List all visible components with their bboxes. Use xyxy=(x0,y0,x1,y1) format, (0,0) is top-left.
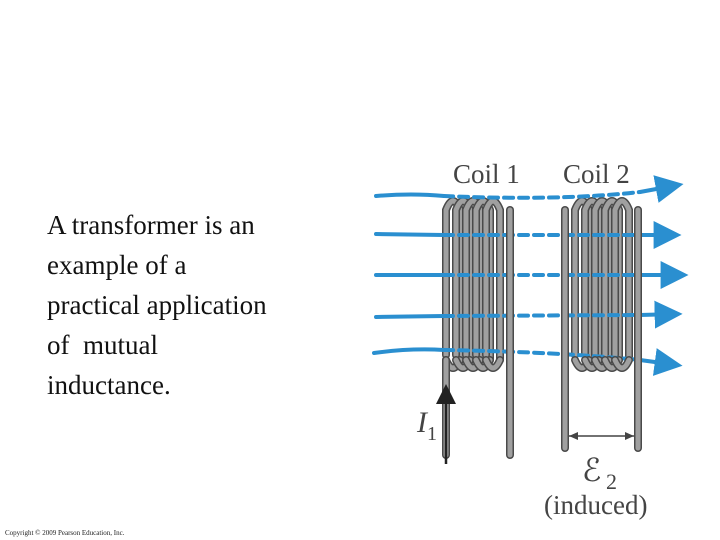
copyright-notice: Copyright © 2009 Pearson Education, Inc. xyxy=(5,529,125,537)
field-line-1 xyxy=(374,175,684,203)
coil-1-label: Coil 1 xyxy=(453,159,520,189)
emf-span-arrow-icon xyxy=(569,432,634,440)
slide-body-text: A transformer is an example of a practic… xyxy=(47,205,347,405)
coil-1-back xyxy=(442,197,504,364)
field-line-5 xyxy=(372,347,683,376)
coil-2-back xyxy=(571,197,633,364)
emf-symbol: ℰ xyxy=(582,452,601,488)
coil-1 xyxy=(442,206,514,459)
body-line-4: of mutual xyxy=(47,330,158,360)
field-line-4 xyxy=(374,300,683,329)
field-line-2 xyxy=(374,221,682,249)
coil-2-label: Coil 2 xyxy=(563,159,630,189)
emf-induced-note: (induced) xyxy=(544,490,647,520)
body-line-5: inductance. xyxy=(47,370,171,400)
current-symbol: I xyxy=(416,406,429,439)
emf-subscript: 2 xyxy=(606,469,617,494)
body-line-1: A transformer is an xyxy=(47,210,255,240)
magnetic-field-lines xyxy=(372,175,689,376)
body-line-3: practical application xyxy=(47,290,267,320)
coil-2 xyxy=(561,206,642,452)
body-line-2: example of a xyxy=(47,250,187,280)
current-subscript: 1 xyxy=(427,423,437,445)
